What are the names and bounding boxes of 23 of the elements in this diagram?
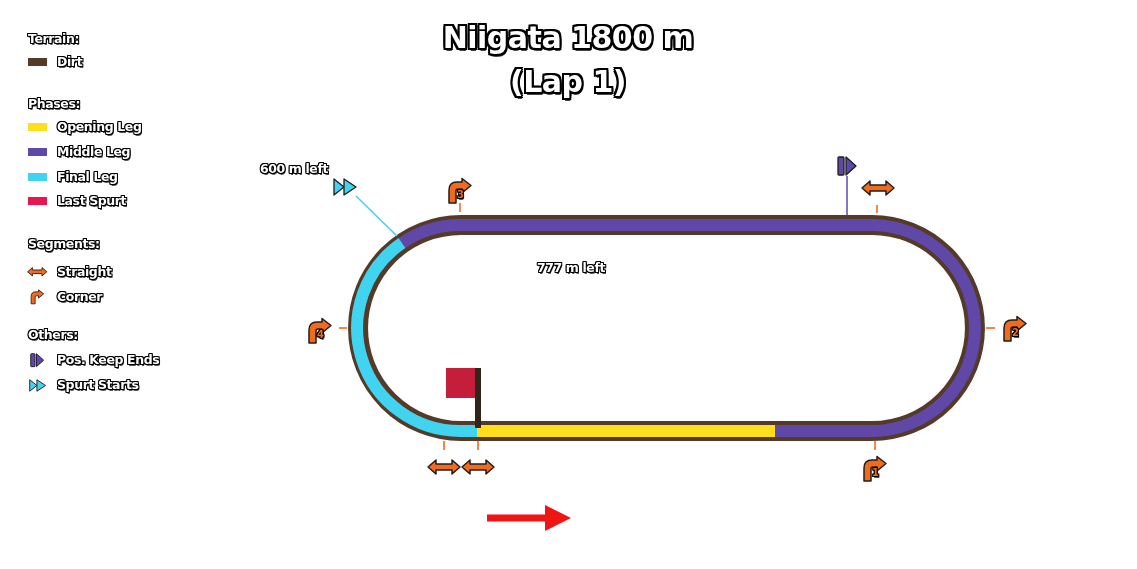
legend-label: Straight [57, 264, 112, 279]
legend-label: Spurt Starts [57, 377, 139, 392]
legend-heading: Others: [28, 327, 78, 342]
legend-label: Middle Leg [57, 144, 131, 159]
flag-marker-icon [837, 156, 857, 176]
distance-label: 600 m left [260, 161, 328, 176]
legend-heading: Phases: [28, 96, 81, 111]
legend-heading: Segments: [28, 236, 100, 251]
legend-heading: Terrain: [28, 31, 80, 46]
legend-label: Last Spurt [57, 193, 127, 208]
corner-number: 1 [872, 467, 879, 479]
legend-label: Pos. Keep Ends [57, 352, 160, 367]
distance-label: 777 m left [537, 260, 605, 275]
corner-number: 4 [317, 329, 324, 341]
corner-number: 3 [457, 189, 464, 201]
leader-line [355, 195, 398, 237]
legend-label: Opening Leg [57, 119, 142, 134]
legend-label: Final Leg [57, 169, 118, 184]
legend-label: Dirt [57, 54, 83, 69]
title: Niigata 1800 m (Lap 1) [441, 19, 695, 103]
corner-number: 2 [1012, 327, 1019, 339]
leader-line [846, 175, 848, 216]
legend-label: Corner [57, 289, 103, 304]
